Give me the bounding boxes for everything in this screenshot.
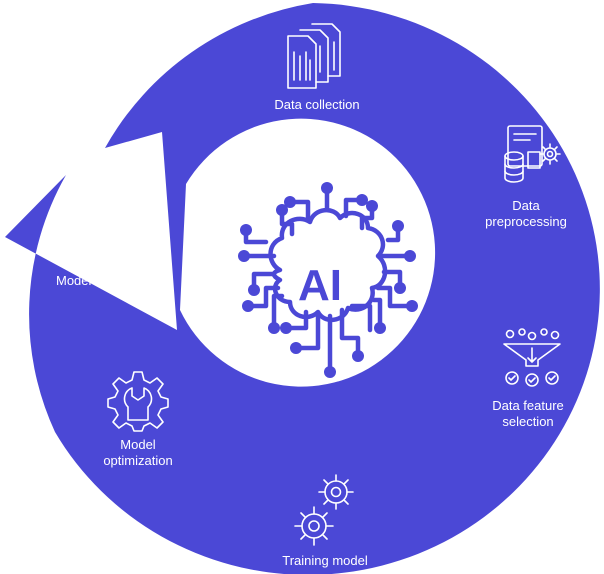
step-label-data-feature-selection: Data feature selection [492,398,564,429]
filter-funnel-icon [500,328,564,388]
step-label-data-preprocessing: Data preprocessing [485,198,567,229]
step-label-model-analysis: Model analysis [56,273,142,288]
wrench-gear-icon [106,368,170,432]
data-processing-gear-icon [500,122,564,186]
ai-brain-circuit-icon [222,178,432,396]
gears-icon [290,470,362,552]
documents-stack-icon [282,22,352,92]
step-label-data-collection: Data collection [274,97,360,112]
step-label-training-model: Training model [282,553,368,568]
analytics-report-icon [68,206,128,266]
step-label-model-optimization: Model optimization [103,437,173,468]
center-ai-label: AI [298,261,342,310]
ring-arrow-shape [5,3,600,574]
